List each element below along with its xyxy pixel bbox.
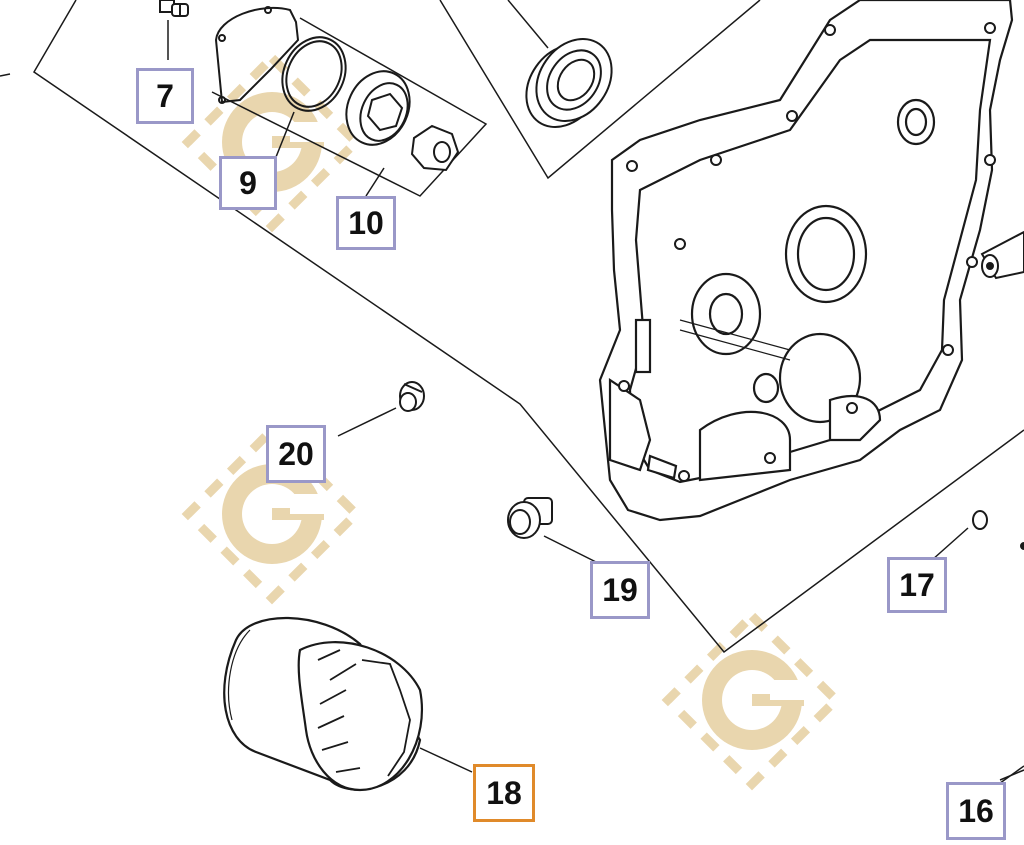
- leader-line-10: [365, 167, 385, 197]
- callout-7[interactable]: 7: [136, 68, 194, 124]
- part-7-screw: [159, 0, 189, 17]
- callout-20-label: 20: [278, 436, 314, 472]
- callout-10-label: 10: [348, 205, 384, 241]
- callout-20[interactable]: 20: [266, 425, 326, 483]
- leader-line-16b: [999, 769, 1024, 781]
- callout-18-label: 18: [486, 775, 522, 811]
- callout-18[interactable]: 18: [473, 764, 535, 822]
- section-outline-line: [33, 0, 1024, 654]
- callout-16[interactable]: 16: [946, 782, 1006, 840]
- watermark-logo: [668, 616, 836, 784]
- callout-7-label: 7: [156, 78, 174, 114]
- callout-9-label: 9: [239, 165, 257, 201]
- part-10-rotor-and-nut: [345, 70, 460, 172]
- callout-17-label: 17: [899, 567, 935, 603]
- leader-line-19: [543, 535, 597, 563]
- leader-line-18: [419, 747, 473, 773]
- part-shaft-stub: [980, 230, 1024, 280]
- leader-line-20: [337, 407, 397, 437]
- leader-line-seal: [507, 0, 549, 49]
- edge-tick: [0, 73, 11, 77]
- callout-16-label: 16: [958, 793, 994, 829]
- part-9-o-ring: [281, 36, 347, 112]
- part-17-small-o-ring: [972, 510, 1024, 550]
- part-oil-seal: [525, 38, 613, 128]
- callout-19-label: 19: [602, 572, 638, 608]
- part-20-plug: [399, 381, 425, 412]
- part-engine-housing: [598, 0, 1014, 522]
- part-19-drain-plug: [507, 497, 553, 539]
- callout-17[interactable]: 17: [887, 557, 947, 613]
- part-cover-gasket: [214, 6, 300, 104]
- section-outline-line: [439, 0, 761, 180]
- callout-19[interactable]: 19: [590, 561, 650, 619]
- part-18-oil-filter: [223, 616, 423, 792]
- callout-9[interactable]: 9: [219, 156, 277, 210]
- leader-line-17: [931, 527, 969, 561]
- housing-bolt-holes: [618, 22, 996, 482]
- callout-10[interactable]: 10: [336, 196, 396, 250]
